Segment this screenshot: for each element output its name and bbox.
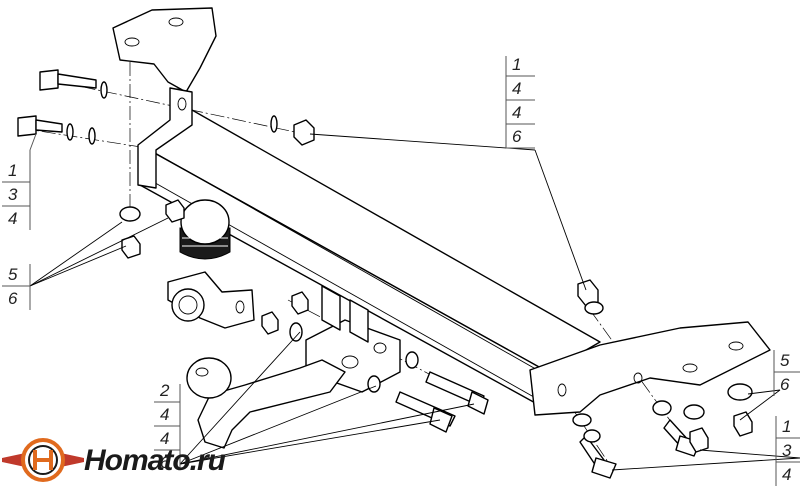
callout-number: 6 — [780, 375, 790, 394]
callout-number: 6 — [512, 127, 522, 146]
callout-top-right: 1 4 4 6 — [505, 55, 535, 149]
callout-left-mid: 5 6 — [2, 264, 31, 310]
ball-cap — [179, 199, 231, 260]
bolts — [17, 69, 701, 479]
callout-number: 1 — [782, 417, 791, 436]
callout-number: 4 — [512, 79, 521, 98]
callout-right-mid: 5 6 — [773, 350, 800, 396]
callout-number: 6 — [8, 289, 18, 308]
callout-left-upper: 1 3 4 — [2, 133, 37, 230]
callout-number: 4 — [782, 465, 791, 484]
callout-number: 6 — [160, 453, 170, 472]
main-beam — [139, 109, 601, 411]
callout-bottom-left: 2 4 4 6 — [154, 381, 181, 472]
callout-number: 4 — [160, 429, 169, 448]
leader-lines — [29, 133, 800, 471]
callout-number: 5 — [8, 265, 18, 284]
callout-number: 4 — [512, 103, 521, 122]
callout-number: 1 — [8, 161, 17, 180]
washers — [66, 81, 753, 443]
brand-name[interactable]: Homato.ru — [84, 444, 226, 477]
callout-number: 4 — [8, 209, 17, 228]
socket-plate — [167, 271, 255, 329]
callout-number: 4 — [160, 405, 169, 424]
tow-hook — [186, 357, 346, 449]
callout-number: 1 — [512, 55, 521, 74]
callout-number: 3 — [8, 185, 18, 204]
right-bracket — [529, 321, 771, 416]
callout-number: 2 — [159, 381, 170, 400]
callout-number: 3 — [782, 441, 792, 460]
callout-bottom-right: 1 3 4 — [775, 416, 800, 486]
winged-h-logo-icon — [2, 438, 84, 482]
left-bracket — [112, 7, 217, 189]
nuts — [121, 119, 753, 453]
callout-number: 5 — [780, 351, 790, 370]
